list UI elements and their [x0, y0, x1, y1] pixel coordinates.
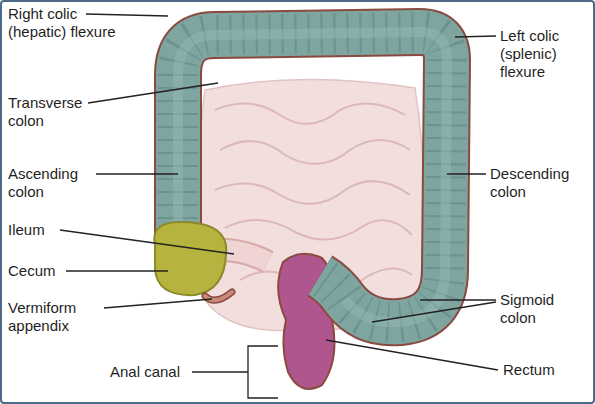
- leader-line: [86, 14, 168, 16]
- part-label: Vermiform appendix: [8, 299, 108, 335]
- part-label: Left colic (splenic) flexure: [500, 27, 592, 81]
- part-label: Anal canal: [110, 363, 210, 381]
- leader-line: [192, 371, 248, 372]
- part-label: Right colic (hepatic) flexure: [8, 5, 133, 41]
- leader-line: [455, 36, 496, 37]
- ileum-outline: [222, 250, 268, 262]
- part-label: Rectum: [503, 361, 593, 379]
- part-label: Sigmoid colon: [500, 291, 582, 327]
- ileum-tube: [222, 250, 268, 262]
- leader-line: [96, 173, 178, 174]
- leader-line: [60, 230, 234, 254]
- part-label: Ascending colon: [8, 165, 108, 201]
- part-label: Cecum: [8, 262, 108, 280]
- leader-line: [372, 302, 496, 322]
- leader-line: [104, 299, 212, 308]
- anal-canal-bracket: [248, 346, 278, 398]
- leader-line: [447, 173, 486, 174]
- part-label: Descending colon: [490, 165, 590, 201]
- part-label: Transverse colon: [8, 94, 108, 130]
- leader-line: [66, 270, 168, 271]
- leader-lines: [60, 14, 498, 398]
- leader-line: [326, 340, 498, 370]
- leader-line: [88, 83, 218, 103]
- part-label: Ileum: [8, 221, 108, 239]
- leader-line: [420, 299, 496, 300]
- cecum-shape: [154, 222, 226, 295]
